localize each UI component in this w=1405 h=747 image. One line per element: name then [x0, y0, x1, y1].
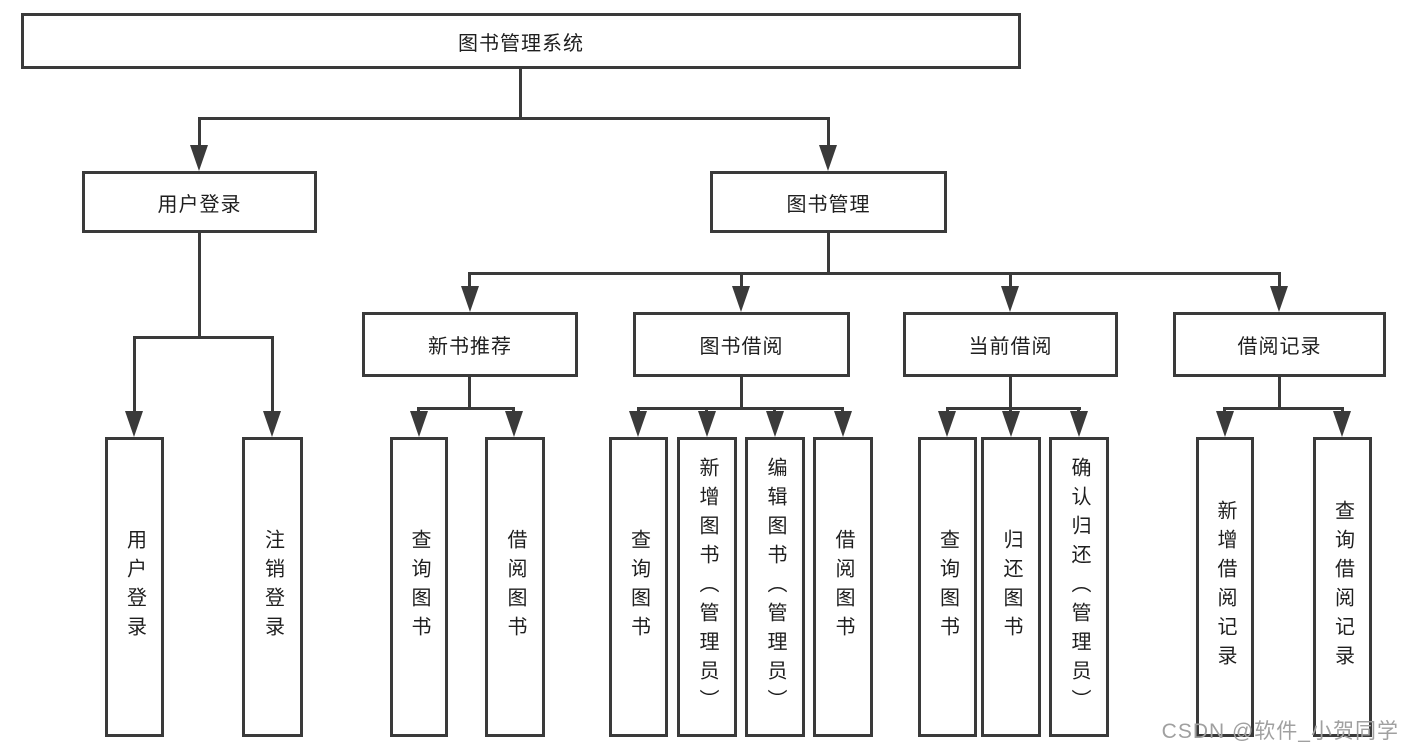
node-book-borrow-label: 图书借阅: [699, 336, 784, 358]
connector-line: [827, 117, 830, 146]
leaf-recommend-query-book-label: 查询图书: [408, 529, 430, 645]
leaf-return-book: 归还图书: [981, 437, 1041, 737]
node-book-borrow: 图书借阅: [633, 312, 850, 377]
arrow-down-icon: [461, 286, 479, 312]
node-current-borrow: 当前借阅: [903, 312, 1118, 377]
leaf-borrow-book-label: 借阅图书: [832, 529, 854, 645]
connector-line: [740, 272, 743, 288]
arrow-down-icon: [263, 411, 281, 437]
connector-line: [637, 407, 844, 410]
connector-line: [1278, 272, 1281, 288]
connector-line: [512, 407, 515, 413]
leaf-current-query-book: 查询图书: [918, 437, 977, 737]
arrow-down-icon: [1002, 411, 1020, 437]
connector-line: [271, 336, 274, 413]
leaf-edit-book-admin-label: 编辑图书（管理员）: [764, 456, 786, 718]
arrow-down-icon: [1333, 411, 1351, 437]
connector-line: [827, 233, 830, 272]
connector-line: [417, 407, 420, 413]
leaf-logout: 注销登录: [242, 437, 303, 737]
leaf-query-borrow-record-label: 查询借阅记录: [1331, 500, 1354, 674]
connector-line: [468, 272, 1281, 275]
node-current-borrow-label: 当前借阅: [968, 336, 1053, 358]
leaf-query-borrow-record: 查询借阅记录: [1313, 437, 1372, 737]
node-new-book-recommend: 新书推荐: [362, 312, 578, 377]
node-new-book-recommend-label: 新书推荐: [428, 336, 512, 358]
node-borrow-records: 借阅记录: [1173, 312, 1386, 377]
leaf-user-login: 用户登录: [105, 437, 164, 737]
arrow-down-icon: [629, 411, 647, 437]
connector-line: [637, 407, 640, 413]
connector-line: [1009, 407, 1012, 413]
leaf-edit-book-admin: 编辑图书（管理员）: [745, 437, 805, 737]
leaf-recommend-borrow-book: 借阅图书: [485, 437, 545, 737]
connector-line: [417, 407, 515, 410]
node-user-login: 用户登录: [82, 171, 317, 233]
connector-line: [1278, 377, 1281, 407]
arrow-down-icon: [766, 411, 784, 437]
connector-line: [198, 233, 201, 336]
connector-line: [773, 407, 776, 413]
connector-line: [133, 336, 274, 339]
connector-line: [1223, 407, 1226, 413]
node-user-login-label: 用户登录: [157, 193, 242, 216]
connector-line: [740, 377, 743, 407]
arrow-down-icon: [938, 411, 956, 437]
leaf-add-book-admin: 新增图书（管理员）: [677, 437, 737, 737]
arrow-down-icon: [410, 411, 428, 437]
node-book-management: 图书管理: [710, 171, 947, 233]
connector-line: [946, 407, 949, 413]
leaf-return-book-label: 归还图书: [1000, 529, 1022, 645]
connector-line: [1077, 407, 1080, 413]
node-root-label: 图书管理系统: [458, 32, 584, 55]
arrow-down-icon: [1001, 286, 1019, 312]
leaf-current-query-book-label: 查询图书: [936, 529, 959, 645]
leaf-add-borrow-record: 新增借阅记录: [1196, 437, 1254, 737]
arrow-down-icon: [1216, 411, 1234, 437]
connector-line: [198, 117, 201, 146]
connector-line: [133, 336, 136, 413]
leaf-add-borrow-record-label: 新增借阅记录: [1214, 500, 1236, 674]
connector-line: [841, 407, 844, 413]
leaf-user-login-label: 用户登录: [123, 529, 146, 645]
leaf-borrow-query-book: 查询图书: [609, 437, 668, 737]
node-root: 图书管理系统: [21, 13, 1021, 69]
leaf-recommend-borrow-book-label: 借阅图书: [504, 529, 526, 645]
arrow-down-icon: [190, 145, 208, 171]
leaf-confirm-return-admin-label: 确认归还（管理员）: [1068, 456, 1090, 718]
leaf-logout-label: 注销登录: [261, 529, 284, 645]
arrow-down-icon: [698, 411, 716, 437]
arrow-down-icon: [732, 286, 750, 312]
connector-line: [468, 377, 471, 407]
connector-line: [1009, 377, 1012, 407]
node-borrow-records-label: 借阅记录: [1237, 336, 1322, 358]
leaf-confirm-return-admin: 确认归还（管理员）: [1049, 437, 1109, 737]
leaf-borrow-query-book-label: 查询图书: [627, 529, 650, 645]
connector-line: [946, 407, 1081, 410]
connector-line: [519, 68, 522, 117]
arrow-down-icon: [1070, 411, 1088, 437]
arrow-down-icon: [819, 145, 837, 171]
connector-line: [468, 272, 471, 288]
arrow-down-icon: [834, 411, 852, 437]
csdn-watermark: CSDN @软件_小贺同学: [1161, 720, 1399, 743]
connector-line: [1223, 407, 1343, 410]
leaf-add-book-admin-label: 新增图书（管理员）: [696, 456, 718, 718]
leaf-borrow-book: 借阅图书: [813, 437, 873, 737]
node-book-management-label: 图书管理: [786, 193, 871, 216]
connector-line: [198, 117, 830, 120]
connector-line: [705, 407, 708, 413]
connector-line: [1009, 272, 1012, 288]
arrow-down-icon: [505, 411, 523, 437]
leaf-recommend-query-book: 查询图书: [390, 437, 448, 737]
connector-line: [1341, 407, 1344, 413]
arrow-down-icon: [1270, 286, 1288, 312]
arrow-down-icon: [125, 411, 143, 437]
